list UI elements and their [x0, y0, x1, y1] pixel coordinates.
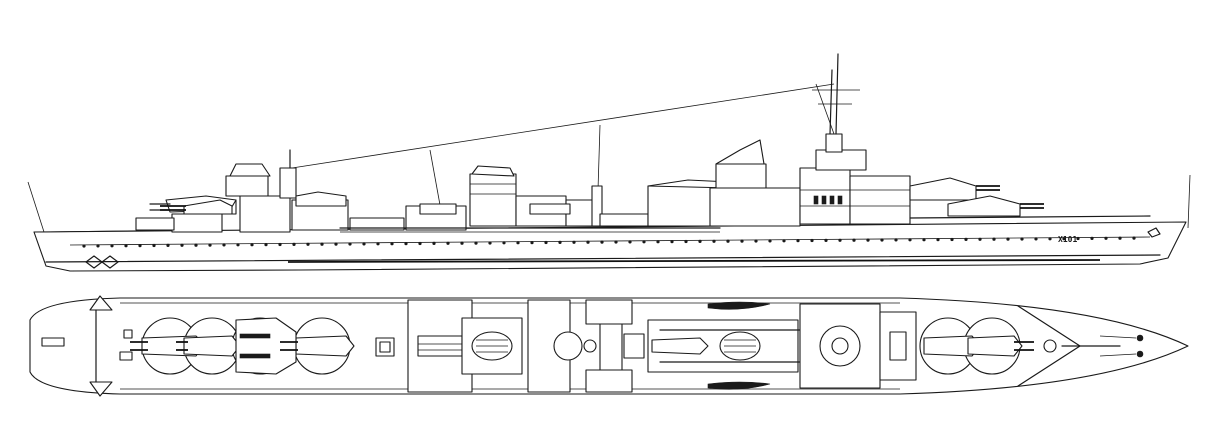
- porthole: [376, 242, 380, 246]
- porthole: [152, 243, 156, 248]
- porthole: [670, 240, 674, 244]
- porthole: [544, 240, 548, 245]
- porthole: [96, 244, 100, 248]
- porthole: [600, 240, 604, 244]
- porthole: [460, 241, 464, 245]
- midship-superstructure: [339, 165, 721, 233]
- midship-deck-fittings: [375, 299, 645, 393]
- waterline: [45, 254, 1161, 263]
- porthole: [1118, 236, 1122, 240]
- porthole: [838, 238, 842, 242]
- porthole: [782, 239, 786, 243]
- side-profile: X101: [27, 53, 1191, 272]
- porthole: [362, 242, 366, 246]
- porthole: [180, 243, 184, 247]
- porthole: [488, 241, 492, 245]
- porthole: [432, 241, 436, 245]
- porthole: [502, 241, 506, 245]
- porthole: [124, 244, 128, 248]
- porthole: [684, 239, 688, 244]
- forward-gun-turrets: [909, 177, 1151, 219]
- portholes: [82, 236, 1136, 248]
- porthole: [208, 243, 212, 247]
- porthole: [222, 243, 226, 247]
- porthole: [558, 240, 562, 244]
- porthole: [628, 240, 632, 244]
- porthole: [250, 243, 254, 247]
- porthole: [586, 240, 590, 244]
- foremast: [812, 53, 860, 135]
- porthole: [768, 239, 772, 243]
- porthole: [530, 241, 534, 245]
- porthole: [474, 241, 478, 245]
- porthole: [334, 242, 338, 246]
- porthole: [1048, 237, 1052, 241]
- porthole: [978, 237, 982, 241]
- porthole: [320, 242, 324, 246]
- aft-gun-turret: [160, 199, 233, 215]
- porthole: [950, 237, 954, 242]
- porthole: [908, 238, 912, 242]
- porthole: [824, 238, 828, 242]
- porthole: [1104, 236, 1108, 240]
- porthole: [866, 238, 870, 242]
- porthole: [894, 238, 898, 242]
- porthole: [1034, 237, 1038, 241]
- porthole: [306, 242, 310, 246]
- porthole: [810, 238, 814, 243]
- porthole: [922, 238, 926, 242]
- porthole: [796, 239, 800, 243]
- stern-fittings: [41, 295, 133, 397]
- porthole: [712, 239, 716, 243]
- porthole: [698, 239, 702, 243]
- porthole: [292, 242, 296, 246]
- hull: [33, 221, 1187, 272]
- porthole: [880, 238, 884, 242]
- porthole: [404, 242, 408, 246]
- anchor-icon: [1147, 227, 1161, 238]
- porthole: [1020, 237, 1024, 241]
- porthole: [614, 240, 618, 244]
- porthole: [1132, 236, 1136, 240]
- hull-number: X101: [1058, 235, 1077, 244]
- porthole: [348, 242, 352, 246]
- porthole: [642, 240, 646, 244]
- porthole: [1006, 237, 1010, 241]
- porthole: [264, 243, 268, 247]
- forward-superstructure: [647, 133, 911, 227]
- porthole: [754, 239, 758, 243]
- lifeboats: [707, 301, 771, 390]
- bow-fittings: [1017, 305, 1144, 387]
- porthole: [964, 237, 968, 241]
- porthole: [992, 237, 996, 241]
- forward-deck-fittings: [647, 303, 917, 389]
- porthole: [166, 243, 170, 247]
- forward-gun-positions: [919, 317, 1034, 375]
- porthole: [572, 240, 576, 244]
- stern-decoration: [85, 255, 119, 269]
- aft-gun-positions: [130, 317, 355, 375]
- porthole: [1076, 236, 1080, 241]
- porthole: [110, 244, 114, 248]
- porthole: [390, 242, 394, 246]
- porthole: [236, 243, 240, 247]
- porthole: [1062, 237, 1066, 241]
- porthole: [1090, 236, 1094, 240]
- porthole: [740, 239, 744, 243]
- porthole: [446, 241, 450, 245]
- rigging-wires: [27, 83, 1191, 233]
- porthole: [418, 241, 422, 246]
- porthole: [936, 238, 940, 242]
- porthole: [194, 243, 198, 247]
- aft-superstructure: [135, 149, 349, 233]
- porthole: [278, 242, 282, 247]
- porthole: [656, 240, 660, 244]
- porthole: [516, 241, 520, 245]
- porthole: [852, 238, 856, 242]
- porthole: [726, 239, 730, 243]
- porthole: [82, 244, 86, 248]
- porthole: [138, 244, 142, 248]
- plan-view: [29, 295, 1189, 397]
